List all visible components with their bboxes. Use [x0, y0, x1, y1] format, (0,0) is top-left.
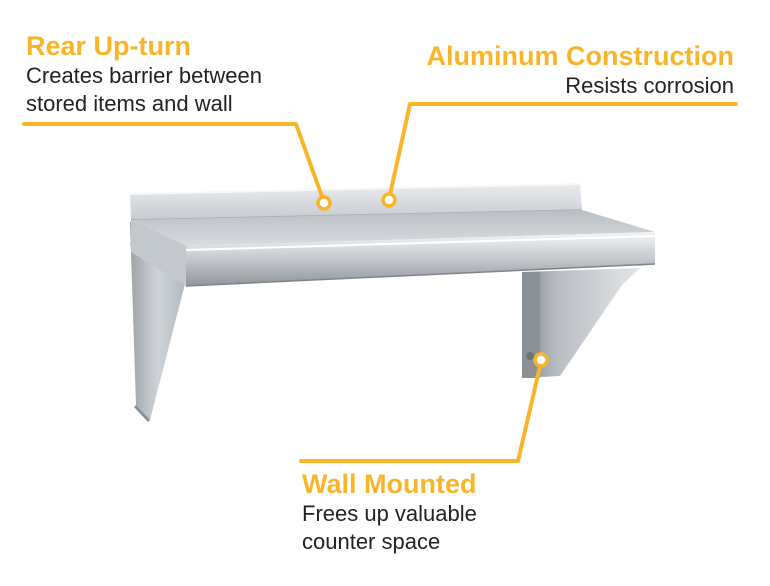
- wall-mounted-title: Wall Mounted: [302, 469, 477, 499]
- right-bracket: [522, 268, 640, 378]
- wall-mounted-leader-line: [299, 360, 543, 463]
- rear-upturn-callout: Rear Up-turn Creates barrier between sto…: [26, 30, 262, 118]
- rear-upturn-description-line-2: stored items and wall: [26, 91, 233, 116]
- wall-mounted-description-line-2: counter space: [302, 529, 441, 554]
- rear-upturn-description-line-1: Creates barrier between: [26, 63, 263, 88]
- aluminum-construction-callout: Aluminum Construction Resists corrosion: [427, 40, 734, 100]
- rear-upturn-leader-line: [22, 122, 326, 204]
- aluminum-leader-line: [387, 102, 738, 201]
- wall-mounted-description-line-1: Frees up valuable: [302, 501, 477, 526]
- aluminum-marker-dot: [381, 192, 397, 208]
- aluminum-construction-title: Aluminum Construction: [426, 41, 734, 71]
- aluminum-construction-description: Resists corrosion: [565, 73, 734, 98]
- wall-mounted-callout: Wall Mounted Frees up valuable counter s…: [302, 468, 477, 556]
- rear-upturn-marker-dot: [316, 195, 332, 211]
- shelf-deck: [131, 210, 655, 246]
- wall-mounted-marker-dot: [533, 352, 549, 368]
- shelf-front-lip: [131, 220, 656, 287]
- rear-upturn-title: Rear Up-turn: [26, 31, 192, 61]
